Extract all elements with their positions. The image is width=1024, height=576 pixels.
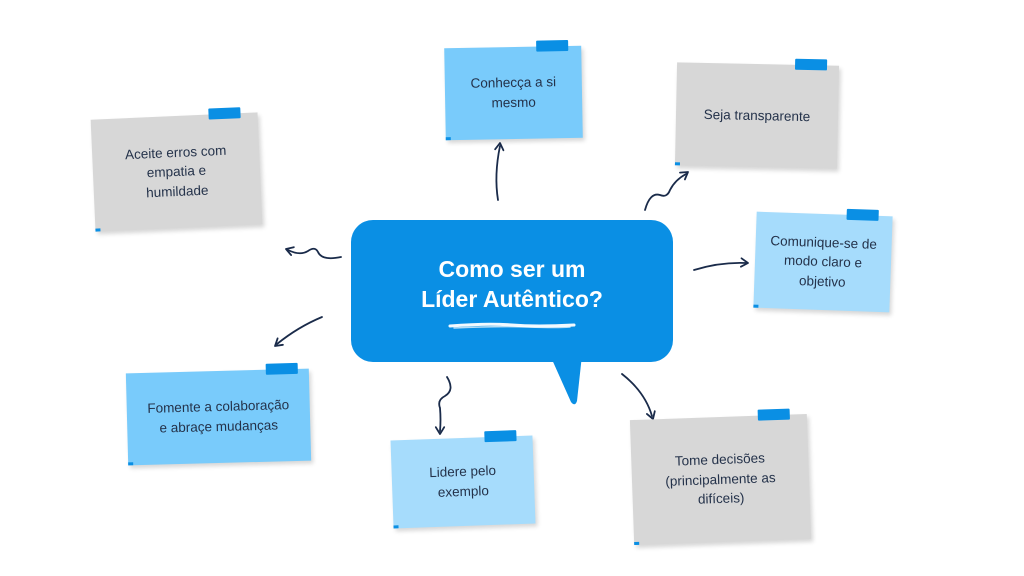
note-text: Conhecça a si mesmo [470, 74, 557, 111]
tape-icon [794, 58, 828, 71]
tape-icon [536, 40, 569, 52]
note-text: Comunique-se de modo claro e objetivo [770, 232, 878, 290]
note-text: Seja transparente [703, 106, 811, 124]
note-corner [393, 525, 399, 529]
arrow-to-lidere [434, 376, 452, 435]
arrow-to-transparente [644, 171, 689, 211]
tape-icon [265, 362, 298, 375]
note-corner [95, 228, 101, 232]
note-text: Lidere pelo exemplo [429, 463, 497, 500]
title-underline-scribble [448, 322, 576, 329]
note-corner [674, 162, 681, 166]
note-text: Aceite erros com empatia e humildade [124, 142, 227, 201]
tape-icon [208, 107, 241, 120]
tape-icon [757, 408, 790, 421]
sticky-note-lidere: Lidere pelo exemplo [390, 430, 536, 529]
note-corner [445, 137, 451, 141]
note-corner [128, 462, 134, 466]
arrow-to-erros [285, 246, 342, 260]
sticky-note-conheca: Conhecça a si mesmo [444, 40, 583, 141]
arrow-to-conheca [494, 142, 505, 201]
note-corner [753, 304, 759, 308]
arrowhead-icon [434, 426, 446, 435]
arrowhead-icon [679, 171, 689, 181]
arrowhead-icon [740, 257, 749, 268]
central-question: Como ser um Líder Autêntico? [421, 256, 603, 312]
sticky-note-colaboracao: Fomente a colaboração e abraçe mudanças [125, 362, 312, 466]
tape-icon [484, 430, 517, 443]
note-text: Tome decisões (principalmente as difícei… [665, 450, 776, 508]
sticky-note-transparente: Seja transparente [674, 58, 840, 169]
arrow-to-colaboracao [274, 316, 323, 347]
sticky-note-erros: Aceite erros com empatia e humildade [90, 107, 263, 232]
note-text: Fomente a colaboração e abraçe mudanças [147, 397, 290, 436]
arrowhead-icon [285, 246, 295, 256]
tape-icon [846, 208, 879, 221]
central-speech-bubble [351, 220, 673, 362]
note-corner [634, 541, 640, 546]
arrowhead-icon [494, 142, 505, 152]
arrowhead-icon [274, 337, 284, 347]
sticky-note-comunique: Comunique-se de modo claro e objetivo [753, 208, 893, 313]
sticky-note-decisoes: Tome decisões (principalmente as difícei… [629, 408, 812, 546]
arrow-to-comunique [693, 257, 749, 271]
speech-bubble-tail [550, 355, 582, 405]
arrow-to-decisoes [621, 373, 656, 420]
